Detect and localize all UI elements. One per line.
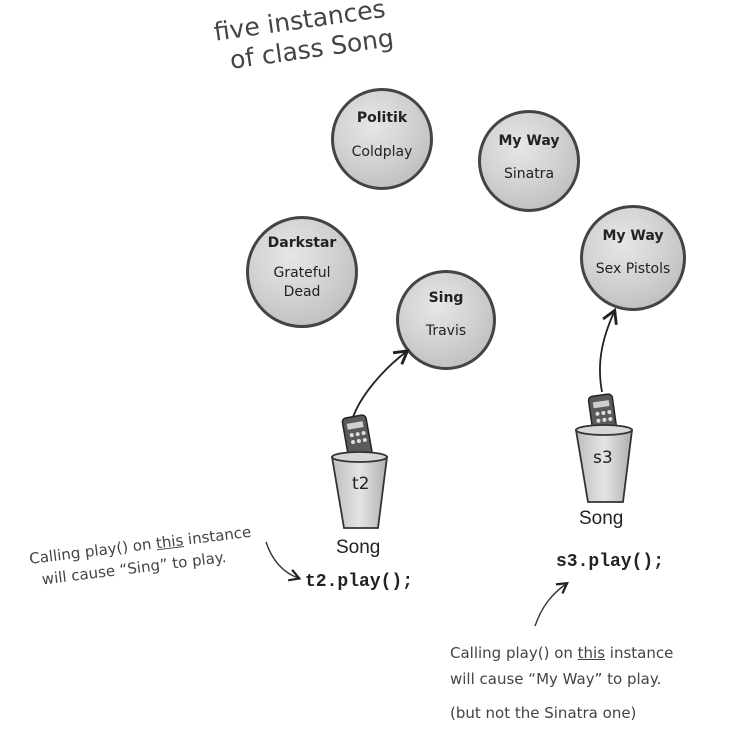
- reference-type-t2: Song: [336, 537, 381, 558]
- song-title: My Way: [498, 133, 560, 149]
- note-arrow-right: [534, 581, 569, 627]
- song-object-my-way-sinatra: My Way Sinatra: [478, 110, 580, 212]
- reference-type-s3: Song: [579, 508, 624, 529]
- song-title: My Way: [602, 228, 664, 244]
- code-call-t2: t2.play();: [305, 572, 414, 592]
- note-right: Calling play() on this instance will cau…: [450, 640, 673, 726]
- song-artist: Sinatra: [503, 166, 555, 182]
- song-object-sing: Sing Travis: [396, 270, 496, 370]
- song-object-my-way-sex-pistols: My Way Sex Pistols: [580, 205, 686, 311]
- song-artist-line-1: Grateful: [273, 265, 331, 281]
- song-title: Sing: [428, 290, 464, 306]
- song-artist-line-2: Dead: [283, 284, 321, 300]
- song-title: Darkstar: [267, 235, 337, 251]
- song-artist: Sex Pistols: [595, 261, 671, 277]
- code-call-s3: s3.play();: [556, 552, 665, 572]
- song-object-politik: Politik Coldplay: [331, 88, 433, 190]
- remote-cup-t2: [330, 414, 389, 529]
- note-right-line-1: Calling play() on this instance: [450, 644, 674, 662]
- note-right-line-3: (but not the Sinatra one): [450, 704, 637, 722]
- song-object-darkstar: Darkstar Grateful Dead: [246, 216, 358, 328]
- reference-arrow-s3: [599, 307, 618, 393]
- song-title: Politik: [356, 110, 408, 126]
- song-artist: Coldplay: [351, 144, 413, 160]
- note-arrow-left: [265, 541, 302, 582]
- reference-var-s3: s3: [593, 448, 613, 468]
- note-right-line-2: will cause “My Way” to play.: [450, 670, 662, 688]
- reference-arrow-t2: [351, 349, 410, 421]
- song-artist: Travis: [425, 323, 467, 339]
- reference-var-t2: t2: [352, 474, 370, 494]
- remote-cup-s3: [574, 393, 634, 503]
